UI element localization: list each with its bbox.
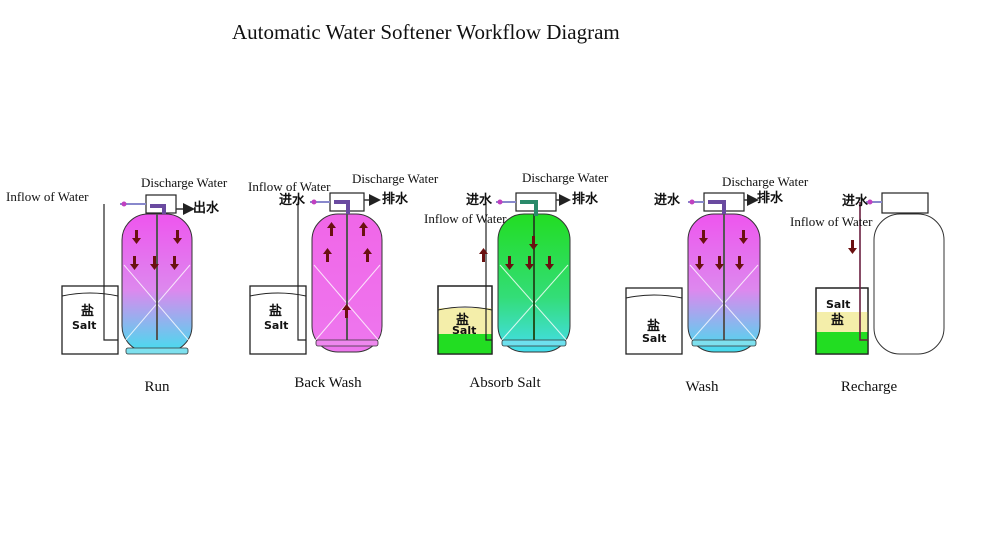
salt-tank bbox=[625, 287, 683, 355]
inflow-label-back-wash: Inflow of Water bbox=[248, 179, 331, 194]
salt-cn-run: 盐 bbox=[81, 304, 95, 319]
stage-recharge bbox=[815, 192, 945, 355]
salt-en-absorb-salt: Salt bbox=[452, 324, 477, 337]
step-label-absorb-salt: Absorb Salt bbox=[469, 375, 541, 391]
salt-tank bbox=[249, 285, 307, 355]
discharge-label-back-wash: Discharge Water bbox=[352, 171, 439, 186]
inlet-cn-wash: 进水 bbox=[654, 193, 681, 208]
salt-en-run: Salt bbox=[72, 319, 97, 332]
step-label-recharge: Recharge bbox=[840, 379, 898, 395]
control-valve bbox=[881, 192, 929, 214]
discharge-label-wash: Discharge Water bbox=[722, 174, 809, 189]
inlet-cn-recharge: 进水 bbox=[842, 194, 869, 209]
discharge-label-run: Discharge Water bbox=[141, 175, 228, 190]
step-label-back-wash: Back Wash bbox=[294, 375, 362, 391]
salt-cn-recharge: 盐 bbox=[831, 313, 845, 328]
salt-tank bbox=[61, 285, 119, 355]
salt-cn-wash: 盐 bbox=[647, 319, 661, 334]
outlet-cn-wash: 排水 bbox=[757, 191, 784, 206]
step-label-run: Run bbox=[144, 379, 170, 395]
salt-cn-absorb-salt: 盐 bbox=[456, 313, 470, 328]
stage-run bbox=[61, 194, 195, 355]
outlet-cn-run: 出水 bbox=[193, 201, 220, 216]
outlet-cn-back-wash: 排水 bbox=[382, 192, 409, 207]
inflow-label-recharge: Inflow of Water bbox=[790, 214, 873, 229]
stage-back-wash bbox=[249, 192, 383, 355]
salt-en-back-wash: Salt bbox=[264, 319, 289, 332]
resin-tank bbox=[873, 213, 945, 355]
inflow-label-absorb-salt: Inflow of Water bbox=[424, 211, 507, 226]
inflow-label-run: Inflow of Water bbox=[6, 189, 89, 204]
diagram-title: Automatic Water Softener Workflow Diagra… bbox=[232, 20, 620, 44]
discharge-label-absorb-salt: Discharge Water bbox=[522, 170, 609, 185]
stage-absorb-salt bbox=[437, 192, 571, 355]
salt-cn-back-wash: 盐 bbox=[269, 304, 283, 319]
outlet-cn-absorb-salt: 排水 bbox=[572, 192, 599, 207]
inlet-cn-back-wash: 进水 bbox=[279, 193, 306, 208]
stage-wash bbox=[625, 192, 761, 355]
salt-en-recharge: Salt bbox=[826, 298, 851, 311]
step-label-wash: Wash bbox=[685, 379, 719, 395]
salt-en-wash: Salt bbox=[642, 332, 667, 345]
inlet-cn-absorb-salt: 进水 bbox=[466, 193, 493, 208]
